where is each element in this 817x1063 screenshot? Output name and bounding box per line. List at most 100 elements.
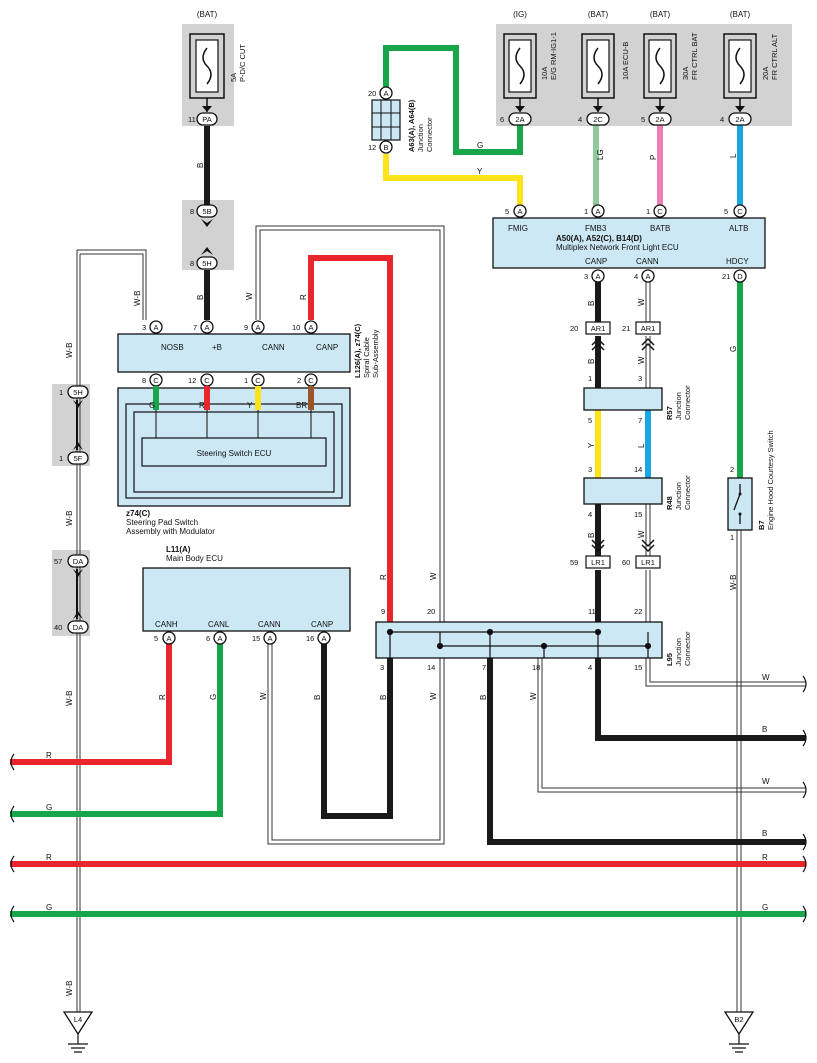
wire-color-code: W: [429, 692, 438, 700]
pin-number: 4: [578, 115, 582, 124]
ecu-term-batb: BATB: [650, 224, 670, 233]
steering-pad-name-bold: z74(C): [126, 509, 150, 518]
conn-spiral-3: A: [153, 323, 158, 332]
r57-label-bold: R57: [665, 406, 674, 420]
r48-label-bold: R48: [665, 496, 674, 510]
pin-number: 12: [188, 376, 196, 385]
spiral-cable-box: [117, 333, 351, 373]
main-body-ecu: [142, 567, 351, 632]
wire-color-code: B: [587, 359, 596, 364]
conn-spiral-c12: C: [204, 376, 210, 385]
conn-2a-2: 2A: [655, 115, 664, 124]
wire-color-code: Y: [587, 442, 596, 448]
wire-color-code: W-B: [133, 291, 142, 306]
wire-color-code: Y: [477, 167, 483, 176]
l95-internal-bus: [386, 628, 652, 658]
wire-color-code: W: [529, 692, 538, 700]
fuse-bat: [643, 33, 677, 112]
conn-da-1: DA: [73, 557, 83, 566]
pin-number: 5: [154, 634, 158, 643]
wire-color-code: B: [379, 695, 388, 700]
pin-number: 9: [244, 323, 248, 332]
wire-color-code: R: [379, 574, 388, 580]
a63-label-1: Junction: [416, 124, 425, 152]
pin-number: 15: [634, 510, 642, 519]
pin-number: 21: [622, 324, 630, 333]
pin-number: 8: [190, 259, 194, 268]
wire-color-code: W: [637, 530, 646, 538]
pin-number: 16: [306, 634, 314, 643]
wire-color-code: W-B: [65, 691, 74, 706]
fuse-bat-rating: 30A: [681, 67, 690, 80]
conn-spiral-c1: C: [255, 376, 261, 385]
bat-label-3: (BAT): [650, 10, 671, 19]
pin-number: 18: [532, 663, 540, 672]
pin-number: 11: [188, 115, 196, 124]
a63-label-bold: A63(A), A64(B): [407, 99, 416, 152]
steering-pad-name-1: Steering Pad Switch: [126, 518, 198, 527]
wire-color-code: W-B: [729, 575, 738, 590]
conn-altb: C: [737, 207, 743, 216]
pin-number: 3: [638, 374, 642, 383]
pin-number: 8: [142, 376, 146, 385]
wire-color-code: B: [313, 695, 322, 700]
conn-a63-a: A: [383, 89, 388, 98]
wire-color-code: W-B: [65, 981, 74, 996]
conn-5h-left: 5H: [73, 388, 83, 397]
pin-number: 1: [244, 376, 248, 385]
ig-label: (IG): [513, 10, 527, 19]
pin-number: 60: [622, 558, 630, 567]
r57-label-2: Connector: [683, 385, 692, 420]
wire-color-code: R: [199, 401, 205, 410]
spiral-term-cann: CANN: [262, 343, 285, 352]
ecu-term-fmb3: FMB3: [585, 224, 607, 233]
ground-b2-label: B2: [734, 1015, 743, 1024]
wire-color-code: G: [46, 803, 52, 812]
wire-color-code: L: [729, 153, 738, 158]
pin-number: 1: [588, 374, 592, 383]
wire-color-code: B: [479, 695, 488, 700]
fuse-alt-rating: 20A: [761, 67, 770, 80]
conn-pa: PA: [202, 115, 211, 124]
wire-color-code: W-B: [65, 511, 74, 526]
wire-color-code: R: [46, 751, 52, 760]
conn-spiral-7: A: [204, 323, 209, 332]
conn-2c: 2C: [593, 115, 603, 124]
connector-oval-labels: PA 2A 2C 2A 2A 5B 5H 5H 5F DA DA A B A A…: [73, 89, 745, 643]
pin-numbers: 11 6 4 5 4 8 8 1 1 57 40 20 12 5 1 1 5 3…: [54, 89, 734, 672]
wire-color-code: R: [46, 853, 52, 862]
spiral-term-canp: CANP: [316, 343, 338, 352]
pin-number: 7: [193, 323, 197, 332]
conn-5b: 5B: [202, 207, 211, 216]
b7-label-bold: B7: [757, 520, 766, 530]
steering-switch-ecu-label: Steering Switch ECU: [197, 449, 272, 458]
front-light-ecu: [492, 217, 766, 269]
ar1-label-1: AR1: [591, 324, 606, 333]
mb-term-canh: CANH: [155, 620, 178, 629]
r57-label-1: Junction: [674, 392, 683, 420]
spiral-label-1: Spiral Cable: [362, 337, 371, 378]
pin-number: 4: [588, 663, 592, 672]
conn-spiral-9: A: [255, 323, 260, 332]
fuse-ecub-name: 10A ECU-B: [621, 42, 630, 80]
ecu-name: Multiplex Network Front Light ECU: [556, 243, 679, 252]
main-body-name-bold: L11(A): [166, 545, 191, 554]
l95-label-bold: L95: [665, 653, 674, 666]
lr1-label-1: LR1: [591, 558, 605, 567]
pin-number: 5: [641, 115, 645, 124]
fuse-ecub: [581, 33, 615, 112]
pin-number: 22: [634, 607, 642, 616]
pin-number: 5: [505, 207, 509, 216]
wire-color-code: W: [429, 572, 438, 580]
pin-number: 1: [59, 388, 63, 397]
conn-2a-3: 2A: [735, 115, 744, 124]
conn-mb-16: A: [321, 634, 326, 643]
conn-fmb3: A: [595, 207, 600, 216]
pin-number: 20: [368, 89, 376, 98]
pin-number: 14: [427, 663, 435, 672]
ecu-term-cann: CANN: [636, 257, 659, 266]
conn-mb-5: A: [166, 634, 171, 643]
conn-hdcy: D: [737, 272, 743, 281]
ecu-term-altb: ALTB: [729, 224, 748, 233]
wire-color-code: Y: [247, 401, 253, 410]
